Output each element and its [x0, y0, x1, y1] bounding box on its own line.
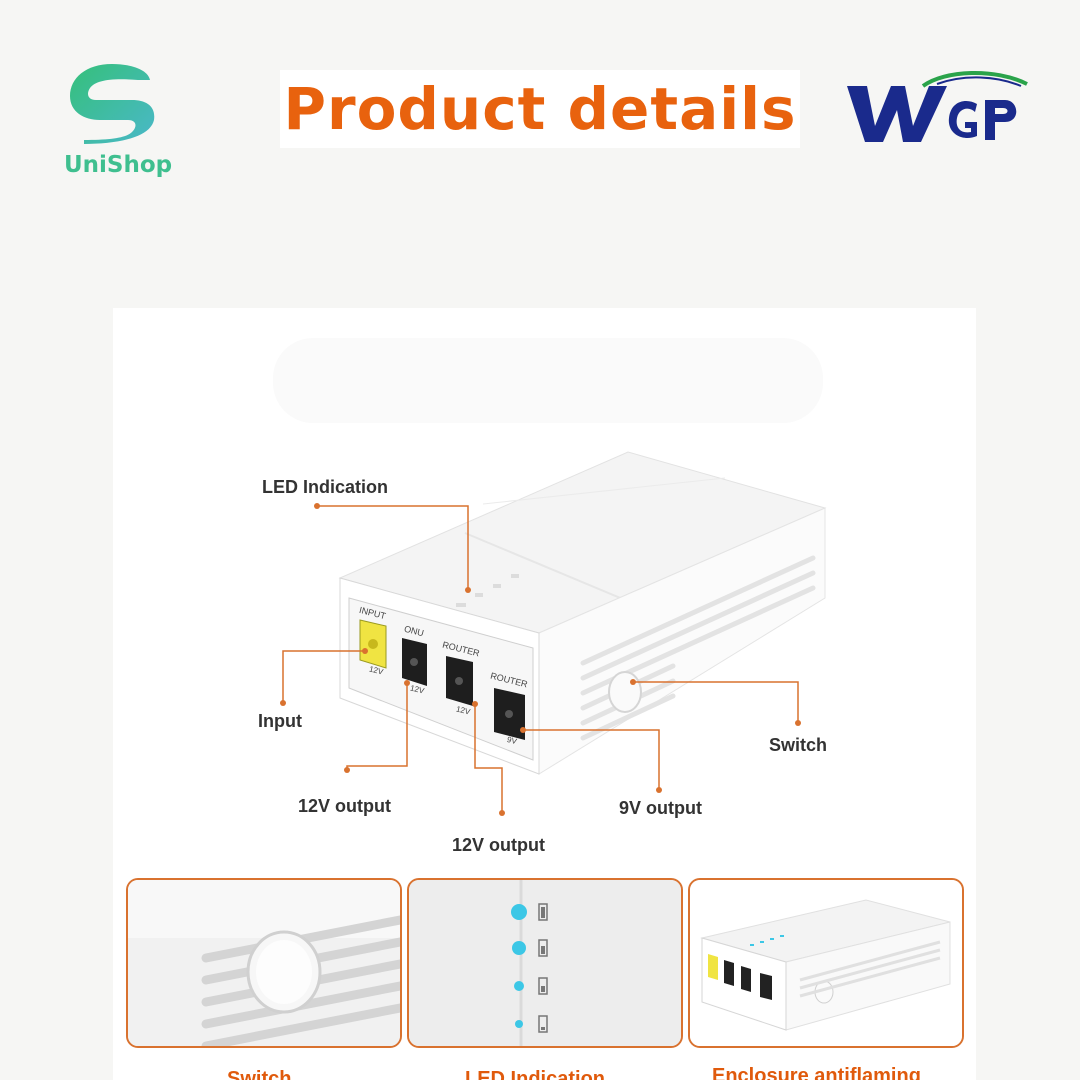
unishop-logo: [66, 60, 158, 146]
callout-input: Input: [258, 711, 302, 731]
wgp-logo-icon: [847, 70, 1028, 142]
page-title-banner: Product details: [280, 70, 800, 148]
caption-switch: Switch: [227, 1068, 292, 1080]
caption-enclosure-antiflaming: Enclosure antiflaming: [712, 1065, 921, 1080]
thumbnail-switch: [126, 878, 402, 1048]
thumbnail-enclosure: [688, 878, 964, 1048]
caption-led-indication: LED Indication: [465, 1068, 605, 1080]
unishop-logo-icon: [70, 64, 155, 144]
enclosure-icon: [690, 880, 962, 1046]
page-title: Product details: [283, 75, 797, 143]
led-closeup-icon: [409, 880, 681, 1046]
callout-12v-output-b: 12V output: [452, 835, 545, 855]
callout-switch: Switch: [769, 735, 828, 755]
callout-12v-output-a: 12V output: [298, 796, 391, 816]
thumbnail-led-indication: [407, 878, 683, 1048]
product-image-card: INPUT 12V ONU 12V ROUTER 12V ROUTER 9V L…: [113, 308, 976, 1080]
faded-watermark: [273, 338, 823, 423]
callout-led-indication: LED Indication: [262, 477, 388, 497]
store-name: UniShop: [64, 152, 173, 178]
device-illustration: [280, 451, 827, 816]
callout-9v-output: 9V output: [619, 798, 702, 818]
brand-logo: [845, 70, 1030, 148]
switch-closeup-icon: [128, 880, 400, 1046]
